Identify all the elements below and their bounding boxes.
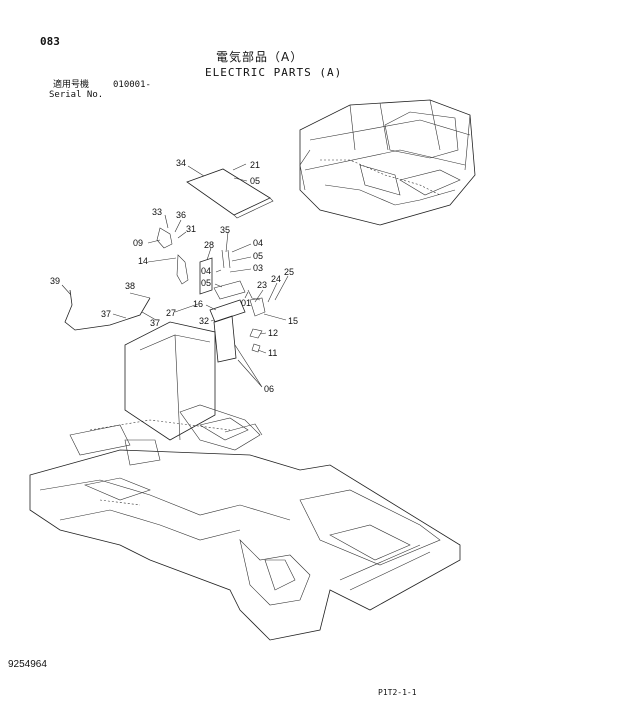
callout-28: 28 xyxy=(204,240,214,250)
page-number: 083 xyxy=(40,35,60,48)
part-cover-panel xyxy=(186,168,274,219)
callout-36: 36 xyxy=(176,210,186,220)
callout-14: 14 xyxy=(138,256,148,266)
callout-24: 24 xyxy=(271,274,281,284)
callout-12: 12 xyxy=(268,328,278,338)
leader-lines xyxy=(61,163,289,388)
serial-label-japanese: 適用号機 xyxy=(53,80,90,90)
title-english: ELECTRIC PARTS (A) xyxy=(205,66,343,79)
harness-and-brackets xyxy=(64,227,266,363)
callout-25: 25 xyxy=(284,267,294,277)
callout-labels: 34 21 05 33 36 31 09 28 35 04 05 14 04 0… xyxy=(50,158,298,394)
document-number: 9254964 xyxy=(8,659,47,670)
callout-16: 16 xyxy=(193,299,203,309)
callout-37: 37 xyxy=(150,318,160,328)
callout-01: 01 xyxy=(241,298,251,308)
callout-35: 35 xyxy=(220,225,230,235)
callout-04: 04 xyxy=(201,266,211,276)
callout-37: 37 xyxy=(101,309,111,319)
machine-overview-inset xyxy=(299,99,476,226)
callout-21: 21 xyxy=(250,160,260,170)
callout-34: 34 xyxy=(176,158,186,168)
callout-04: 04 xyxy=(253,238,263,248)
callout-03: 03 xyxy=(253,263,263,273)
callout-11: 11 xyxy=(268,348,277,358)
title-japanese: 電気部品（A） xyxy=(216,50,304,64)
main-frame xyxy=(29,321,461,641)
callout-05: 05 xyxy=(253,251,263,261)
callout-33: 33 xyxy=(152,207,162,217)
callout-09: 09 xyxy=(133,238,143,248)
serial-value: 010001- xyxy=(113,80,151,90)
callout-05: 05 xyxy=(201,278,211,288)
callout-23: 23 xyxy=(257,280,267,290)
serial-label-english: Serial No. xyxy=(49,90,104,100)
callout-31: 31 xyxy=(186,224,196,234)
callout-32: 32 xyxy=(199,316,209,326)
page-reference: P1T2-1-1 xyxy=(378,688,417,697)
callout-05: 05 xyxy=(250,176,260,186)
callout-06: 06 xyxy=(264,384,274,394)
callout-15: 15 xyxy=(288,316,298,326)
callout-39: 39 xyxy=(50,276,60,286)
callout-38: 38 xyxy=(125,281,135,291)
callout-27: 27 xyxy=(166,308,176,318)
